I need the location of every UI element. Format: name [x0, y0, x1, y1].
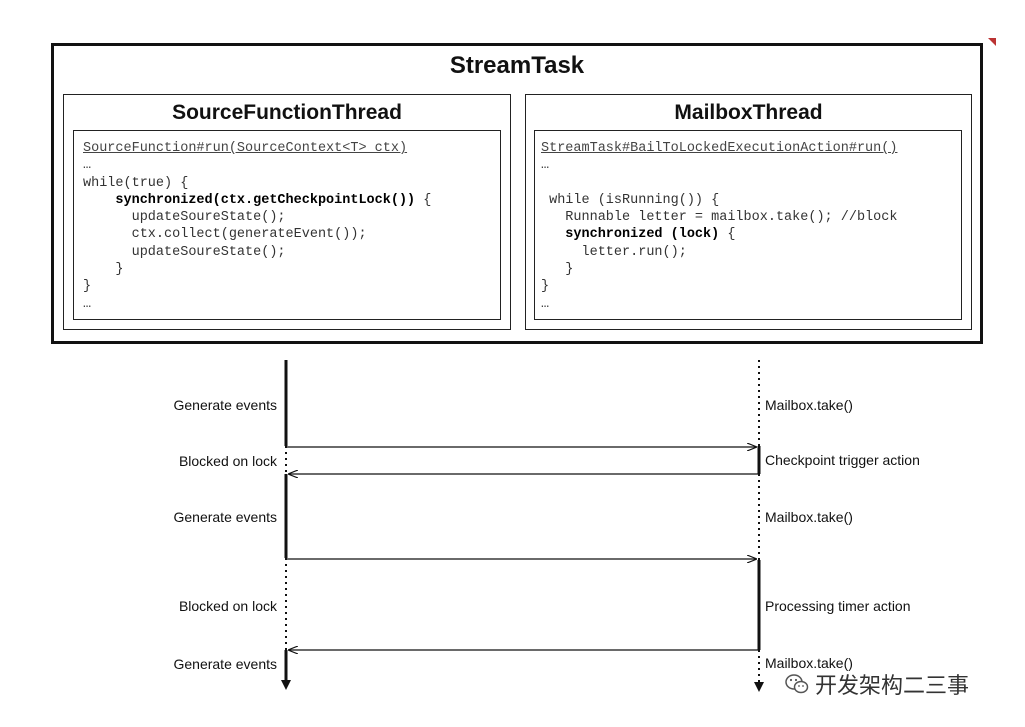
- lifeline-end-arrow: [281, 680, 291, 690]
- stream-task-box: [51, 43, 983, 344]
- left-label: Generate events: [173, 656, 277, 672]
- mailbox-code-box: StreamTask#BailToLockedExecutionAction#r…: [534, 130, 962, 320]
- mailbox-thread-lifeline: [754, 360, 764, 692]
- right-label: Mailbox.take(): [765, 655, 853, 671]
- mailbox-code-line: synchronized (lock) {: [541, 227, 736, 243]
- source-code-line: updateSoureState();: [83, 244, 286, 260]
- lifeline-end-arrow: [754, 682, 764, 692]
- mailbox-code-line: StreamTask#BailToLockedExecutionAction#r…: [541, 141, 898, 156]
- mailbox-code-line: while (isRunning()) {: [541, 192, 720, 208]
- source-code-line: …: [83, 296, 92, 312]
- source-code: SourceFunction#run(SourceContext<T> ctx)…: [83, 140, 431, 313]
- left-label: Blocked on lock: [178, 598, 277, 614]
- right-label: Mailbox.take(): [765, 509, 853, 525]
- source-code-line: }: [83, 279, 92, 295]
- source-code-box: SourceFunction#run(SourceContext<T> ctx)…: [73, 130, 501, 320]
- mailbox-thread-panel: [525, 94, 972, 330]
- mailbox-code: StreamTask#BailToLockedExecutionAction#r…: [541, 140, 897, 313]
- watermark-text: 开发架构二三事: [815, 673, 970, 698]
- source-thread-lifeline: [281, 360, 291, 690]
- watermark: 开发架构二三事: [785, 668, 969, 700]
- source-code-line: synchronized(ctx.getCheckpointLock()) {: [83, 192, 432, 208]
- stream-task-title: StreamTask: [449, 52, 585, 79]
- mailbox-code-line: Runnable letter = mailbox.take(); //bloc…: [541, 210, 898, 226]
- source-code-line: …: [83, 158, 92, 174]
- left-label: Generate events: [173, 509, 277, 525]
- wechat-icon: [785, 674, 809, 694]
- left-label: Generate events: [173, 397, 277, 413]
- right-label: Mailbox.take(): [765, 397, 853, 413]
- corner-mark: [988, 38, 996, 46]
- mailbox-code-line: }: [541, 279, 550, 295]
- mailbox-code-line: }: [541, 262, 574, 278]
- right-label: Checkpoint trigger action: [765, 452, 920, 468]
- source-code-line: updateSoureState();: [83, 210, 286, 226]
- source-code-line: while(true) {: [83, 175, 189, 191]
- mailbox-code-line: …: [541, 296, 550, 312]
- source-code-line: ctx.collect(generateEvent());: [83, 227, 367, 243]
- mailbox-code-line: letter.run();: [541, 244, 687, 260]
- source-code-line: }: [83, 262, 124, 278]
- source-code-line: SourceFunction#run(SourceContext<T> ctx): [83, 141, 408, 156]
- mailbox-thread-title: MailboxThread: [674, 101, 823, 124]
- left-label: Blocked on lock: [178, 453, 277, 469]
- source-function-thread-panel: [63, 94, 511, 330]
- mailbox-code-line: …: [541, 158, 550, 174]
- source-function-thread-title: SourceFunctionThread: [172, 101, 402, 124]
- right-label: Processing timer action: [765, 598, 911, 614]
